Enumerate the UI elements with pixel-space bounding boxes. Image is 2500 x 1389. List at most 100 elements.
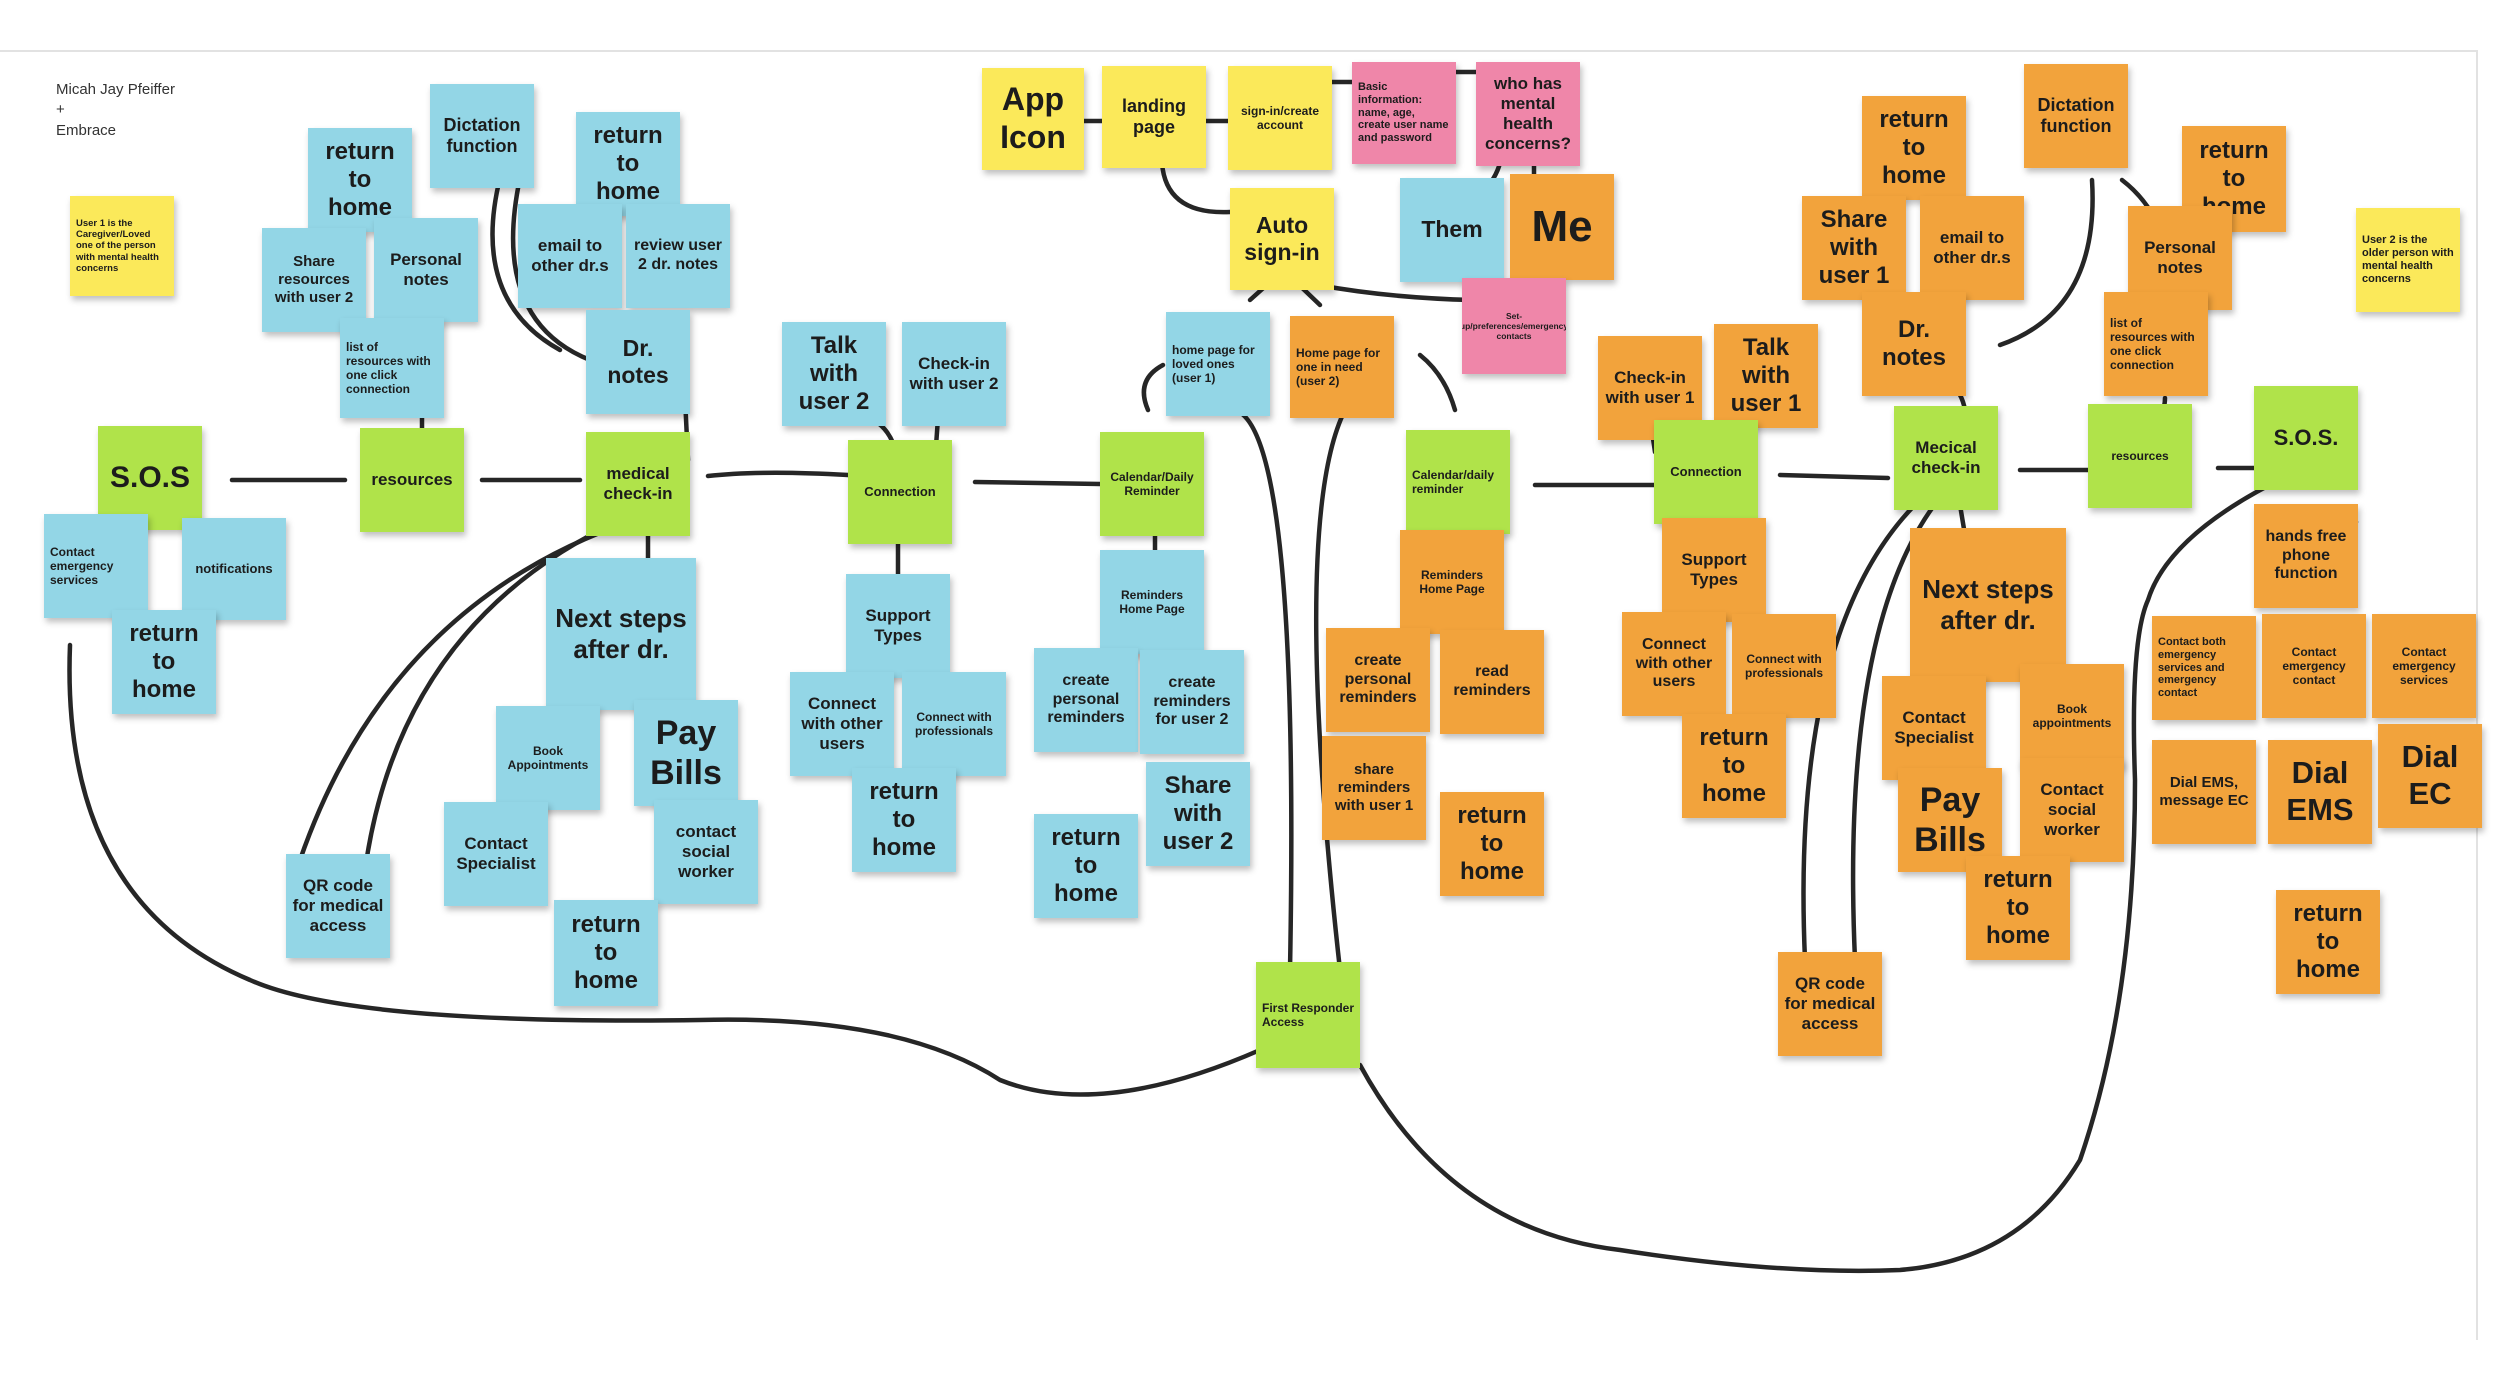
note-share-user1: Share with user 1 [1802, 196, 1906, 300]
note-text: hands free phone function [2265, 527, 2347, 583]
note-qr-code-o: QR code for medical access [1778, 952, 1882, 1056]
note-app-icon: App Icon [982, 68, 1084, 170]
note-calendar-b: Calendar/Daily Reminder [1100, 432, 1204, 536]
note-talk-user2: Talk with user 2 [782, 322, 886, 426]
note-text: return to home [1699, 723, 1769, 808]
note-text: Contact emergency services [50, 544, 114, 588]
author-name: Micah Jay Pfeiffer [56, 81, 175, 98]
board-frame [0, 50, 2478, 1340]
note-text: Set-up/preferences/emergency contacts [1462, 310, 1566, 341]
note-text: resources [2111, 448, 2169, 463]
note-email-drs-b: email to other dr.s [518, 204, 622, 308]
note-text: Dictation function [443, 114, 521, 156]
note-return-home-o4: return to home [2182, 126, 2286, 232]
note-contact-both: Contact both emergency services and emer… [2152, 616, 2256, 720]
note-text: Personal notes [390, 249, 462, 289]
note-create-personal-b: create personal reminders [1034, 648, 1138, 752]
note-connect-users-b: Connect with other users [790, 672, 894, 776]
note-text: Calendar/Daily Reminder [1110, 469, 1194, 498]
note-talk-user1: Talk with user 1 [1714, 324, 1818, 428]
note-return-home-o1: return to home [1440, 792, 1544, 896]
note-connect-pros-b: Connect with professionals [902, 672, 1006, 776]
note-qr-code-b: QR code for medical access [286, 854, 390, 958]
note-contact-specialist-b: Contact Specialist [444, 802, 548, 906]
note-text: landing page [1122, 95, 1186, 137]
note-text: resources [371, 469, 453, 489]
note-connect-users-o: Connect with other users [1622, 612, 1726, 716]
author-plus: + [56, 101, 65, 119]
note-first-responder: First Responder Access [1256, 962, 1360, 1068]
note-text: Reminders Home Page [1419, 567, 1485, 596]
note-return-home-o6: return to home [2276, 890, 2380, 994]
note-text: Connect with other users [801, 693, 883, 754]
note-text: sign-in/create account [1240, 103, 1320, 132]
note-home-loved-ones: home page for loved ones (user 1) [1166, 312, 1270, 416]
note-sos-o: S.O.S. [2254, 386, 2358, 490]
note-return-home-b3: return to home [112, 610, 216, 714]
note-dial-ec: Dial EC [2378, 724, 2482, 828]
note-text: Contact Specialist [1894, 707, 1974, 747]
note-text: Them [1421, 216, 1483, 243]
note-support-types-o: Support Types [1662, 518, 1766, 622]
note-home-one-in-need: Home page for one in need (user 2) [1290, 316, 1394, 418]
note-dictation-b: Dictation function [430, 84, 534, 188]
note-text: Connect with other users [1635, 635, 1713, 691]
note-connection-o: Connection [1654, 420, 1758, 524]
note-pay-bills-o: Pay Bills [1898, 768, 2002, 872]
note-text: Dial EMS [2286, 755, 2354, 827]
note-user1-description: User 1 is the Caregiver/Loved one of the… [70, 196, 174, 296]
note-text: Support Types [1681, 549, 1747, 589]
note-basic-info: Basic information: name, age, create use… [1352, 62, 1456, 164]
author-label: Micah Jay Pfeiffer + Embrace [56, 80, 175, 141]
note-text: Connect with professionals [1744, 651, 1824, 680]
author-team: Embrace [56, 121, 117, 139]
note-text: App Icon [1000, 81, 1066, 155]
note-text: create reminders for user 2 [1153, 673, 1231, 729]
note-text: Contact Specialist [456, 833, 536, 873]
note-list-resources-b: list of resources with one click connect… [340, 318, 444, 418]
note-connection-b: Connection [848, 440, 952, 544]
note-text: create personal reminders [1339, 651, 1417, 707]
note-user2-description: User 2 is the older person with mental h… [2356, 208, 2460, 312]
note-text: Connection [1670, 464, 1742, 480]
note-personal-notes-b: Personal notes [374, 218, 478, 322]
note-text: who has mental health concerns? [1485, 73, 1571, 154]
note-text: Book Appointments [507, 743, 589, 772]
note-return-home-o5: return to home [1966, 856, 2070, 960]
note-contact-ec: Contact emergency contact [2262, 614, 2366, 718]
note-next-steps-o: Next steps after dr. [1910, 528, 2066, 682]
note-dial-ems: Dial EMS [2268, 740, 2372, 844]
note-book-appointments-o: Book appointments [2020, 664, 2124, 768]
note-reminders-home-o: Reminders Home Page [1400, 530, 1504, 634]
note-return-home-b4: return to home [554, 900, 658, 1006]
note-text: return to home [1983, 865, 2053, 950]
note-sos-b: S.O.S [98, 426, 202, 530]
note-checkin-user2: Check-in with user 2 [902, 322, 1006, 426]
note-signin-create: sign-in/create account [1228, 66, 1332, 170]
note-text: Me [1531, 202, 1593, 252]
note-dictation-o: Dictation function [2024, 64, 2128, 168]
note-share-resources: Share resources with user 2 [262, 228, 366, 332]
note-contact-specialist-o: Contact Specialist [1882, 676, 1986, 780]
note-text: medical check-in [603, 463, 673, 503]
note-reminders-home-b: Reminders Home Page [1100, 550, 1204, 654]
note-me: Me [1510, 174, 1614, 280]
note-text: S.O.S [109, 461, 191, 495]
note-setup-preferences: Set-up/preferences/emergency contacts [1462, 278, 1566, 374]
note-contact-emergency-b: Contact emergency services [44, 514, 148, 618]
note-handsfree-phone: hands free phone function [2254, 504, 2358, 608]
note-text: User 2 is the older person with mental h… [2362, 234, 2454, 285]
note-text: Talk with user 2 [798, 331, 870, 416]
note-book-appointments-b: Book Appointments [496, 706, 600, 810]
note-medical-checkin-b: medical check-in [586, 432, 690, 536]
note-text: Contact emergency contact [2282, 644, 2346, 688]
note-text: User 1 is the Caregiver/Loved one of the… [76, 217, 159, 274]
note-text: Share resources with user 2 [274, 253, 354, 306]
note-share-user2: Share with user 2 [1146, 762, 1250, 866]
note-dial-ems-message: Dial EMS, message EC [2152, 740, 2256, 844]
note-dr-notes-b: Dr. notes [586, 310, 690, 414]
note-return-home-b2: return to home [576, 112, 680, 216]
note-text: list of resources with one click connect… [346, 339, 431, 397]
note-resources-b: resources [360, 428, 464, 532]
